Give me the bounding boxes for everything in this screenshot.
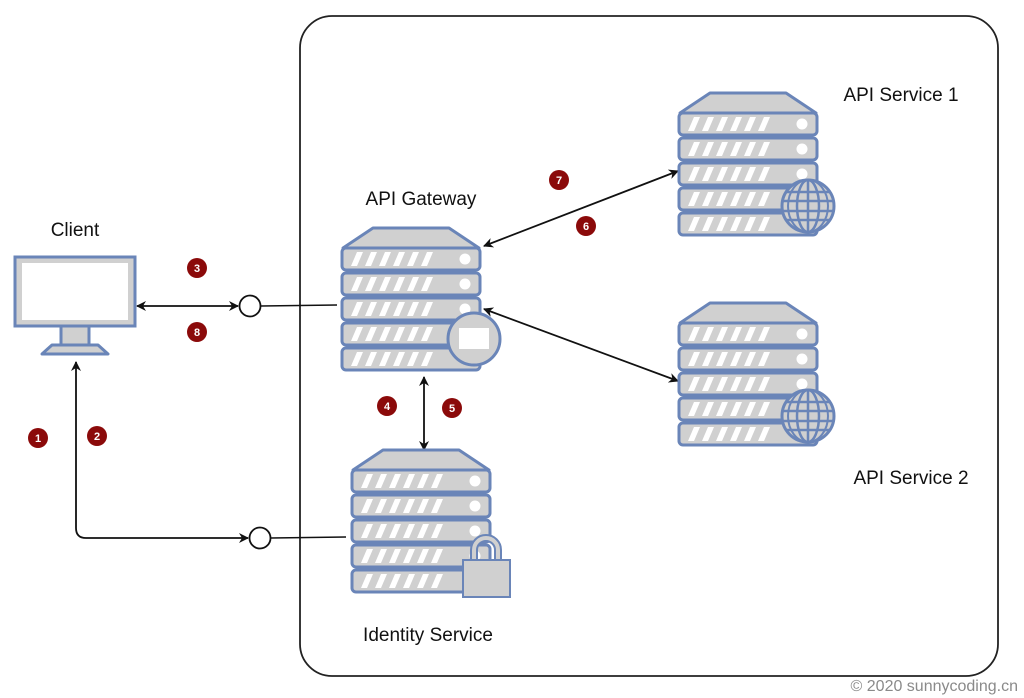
monitor-screen xyxy=(22,263,128,320)
server-unit xyxy=(340,296,482,322)
server-top xyxy=(341,226,481,250)
server-unit xyxy=(350,468,492,494)
server-unit xyxy=(350,493,492,519)
client-label: Client xyxy=(51,220,100,241)
step-number: 7 xyxy=(556,175,562,187)
gateway-label: API Gateway xyxy=(366,189,477,210)
server-unit xyxy=(677,136,819,162)
api-service-1-node[interactable] xyxy=(677,91,836,237)
api-service-2-node[interactable] xyxy=(677,301,836,447)
step-badge-2: 2 xyxy=(87,426,107,446)
identity-interface-line xyxy=(270,536,347,539)
step-number: 6 xyxy=(583,221,589,233)
client-node[interactable]: Client xyxy=(13,220,137,356)
server-top xyxy=(351,448,491,472)
service1-label: API Service 1 xyxy=(843,85,958,106)
server-unit xyxy=(677,371,819,397)
server-unit xyxy=(350,543,492,569)
identity-service-node[interactable] xyxy=(350,448,511,598)
server-unit xyxy=(677,346,819,372)
step-badge-4: 4 xyxy=(377,396,397,416)
server-unit xyxy=(677,111,819,137)
step-number: 1 xyxy=(35,433,41,445)
copyright: © 2020 sunnycoding.cn xyxy=(850,678,1018,695)
gateway-interface-line xyxy=(260,304,338,307)
server-unit xyxy=(340,271,482,297)
step-badge-5: 5 xyxy=(442,398,462,418)
step-number: 5 xyxy=(449,403,455,415)
api-gateway-node[interactable] xyxy=(340,226,502,372)
step-badge-7: 7 xyxy=(549,170,569,190)
server-unit xyxy=(677,161,819,187)
step-number: 4 xyxy=(384,401,391,413)
globe-icon xyxy=(780,388,836,444)
client-identity-arrow xyxy=(71,361,249,543)
client-gateway-interface xyxy=(238,294,262,318)
step-badge-8: 8 xyxy=(187,322,207,342)
connectors xyxy=(71,169,679,550)
server-unit xyxy=(340,321,482,347)
client-identity-interface xyxy=(248,526,272,550)
server-unit xyxy=(677,321,819,347)
gateway-service1-arrow xyxy=(483,169,679,248)
gateway-service2-arrow xyxy=(483,307,679,383)
backend-boundary xyxy=(299,15,999,677)
step-number: 8 xyxy=(194,327,200,339)
server-top xyxy=(678,91,818,115)
server-top xyxy=(678,301,818,325)
step-badge-6: 6 xyxy=(576,216,596,236)
step-badge-3: 3 xyxy=(187,258,207,278)
step-number: 2 xyxy=(94,431,100,443)
window-icon xyxy=(446,311,502,367)
step-number: 3 xyxy=(194,263,200,275)
step-badge-1: 1 xyxy=(28,428,48,448)
server-unit xyxy=(350,518,492,544)
monitor-base xyxy=(40,343,110,356)
lock-icon xyxy=(462,534,511,598)
server-unit xyxy=(340,246,482,272)
globe-icon xyxy=(780,178,836,234)
service2-label: API Service 2 xyxy=(853,468,968,489)
identity-label: Identity Service xyxy=(363,625,493,646)
